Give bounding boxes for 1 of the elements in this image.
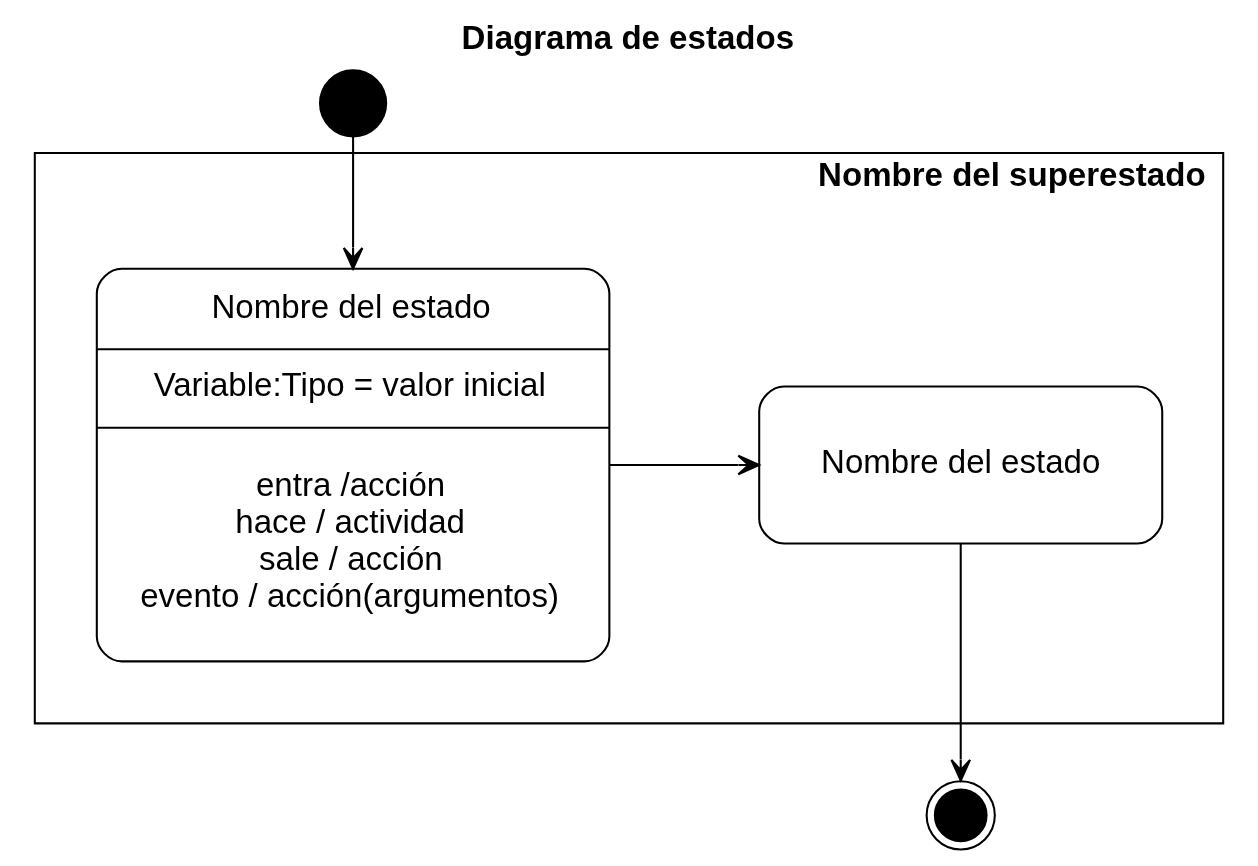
diagram-title: Diagrama de estados [461,19,795,57]
